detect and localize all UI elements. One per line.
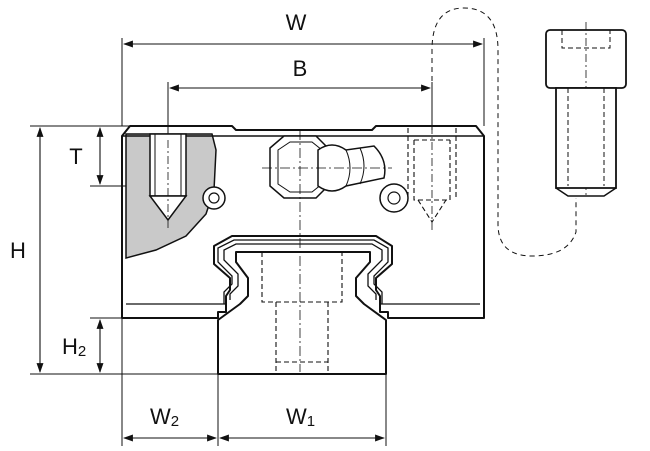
grease-nipple-icon xyxy=(262,130,392,372)
label-w1: W1 xyxy=(286,404,315,430)
extension-lines xyxy=(30,38,485,446)
label-w2-main: W xyxy=(150,404,171,429)
label-h2-sub: 2 xyxy=(78,343,86,360)
left-ball-circle xyxy=(202,186,226,210)
cap-screw-icon xyxy=(545,22,627,198)
label-t: T xyxy=(69,144,82,169)
label-h: H xyxy=(10,238,26,263)
left-mounting-hole xyxy=(148,133,188,228)
label-h2: H2 xyxy=(62,334,86,360)
label-w2-sub: 2 xyxy=(171,413,179,430)
label-b: B xyxy=(293,56,308,81)
right-mounting-hole-hidden xyxy=(407,126,457,230)
dimension-lines xyxy=(36,40,483,442)
label-w2: W2 xyxy=(150,404,179,430)
right-ball-circle xyxy=(379,183,409,213)
carriage-block xyxy=(121,125,485,319)
label-w: W xyxy=(286,10,307,35)
guide-rail xyxy=(217,251,387,375)
label-h2-main: H xyxy=(62,334,78,359)
assembly-path xyxy=(431,7,577,257)
label-w1-sub: 1 xyxy=(307,413,315,430)
label-w1-main: W xyxy=(286,404,307,429)
